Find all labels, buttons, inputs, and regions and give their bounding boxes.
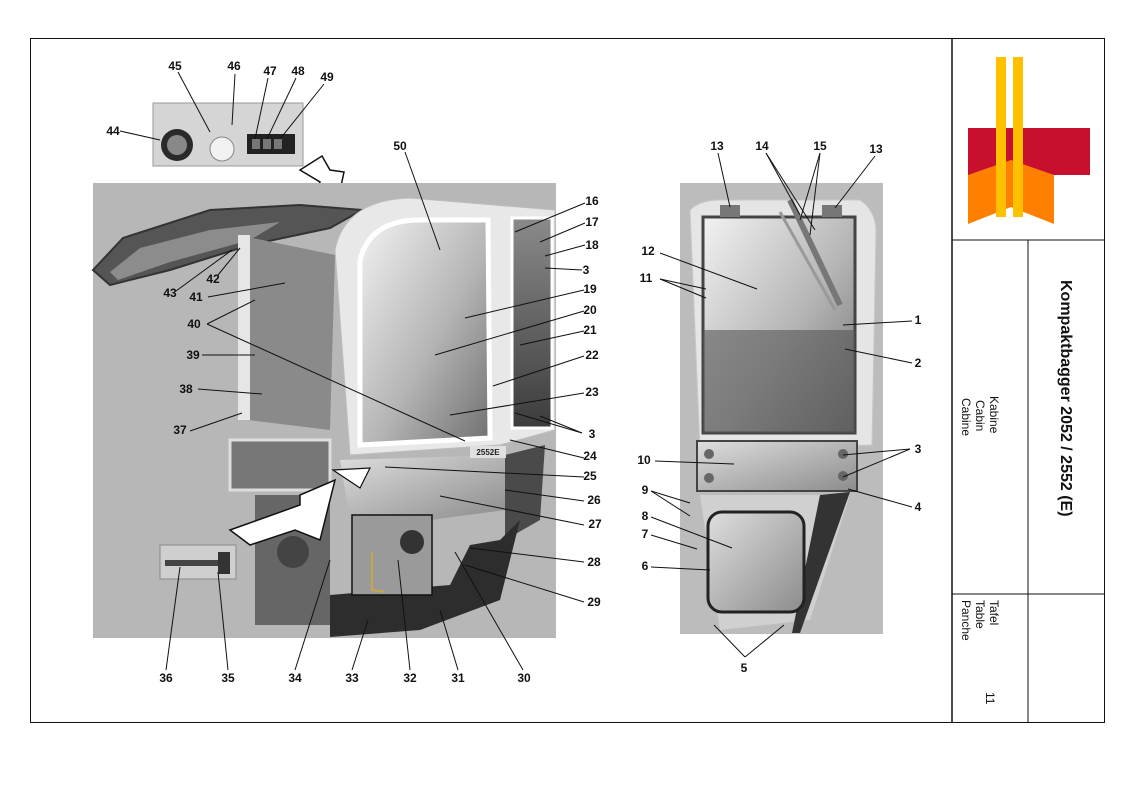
- callout-number: 36: [159, 671, 173, 685]
- callout-number: 3: [583, 263, 590, 277]
- callout-number: 24: [583, 449, 597, 463]
- cab-model-badge: 2552E: [476, 448, 500, 457]
- drawing-title: Kompaktbagger 2052 / 2552 (E): [1057, 280, 1074, 517]
- plate-label-de: Tafel: [987, 600, 1001, 626]
- callout-number: 22: [585, 348, 599, 362]
- callout-number: 12: [641, 244, 655, 258]
- callout-number: 42: [206, 272, 220, 286]
- arrow-icon: [228, 478, 337, 546]
- cabin-front-view: [689, 198, 877, 633]
- callout-number: 17: [585, 215, 599, 229]
- callout-number: 6: [642, 559, 649, 573]
- cabin-left-view: 2552E: [91, 197, 556, 637]
- callout-number: 15: [813, 139, 827, 153]
- callout-number: 19: [583, 282, 597, 296]
- callout-number: 13: [869, 142, 883, 156]
- leader-lines: [119, 71, 913, 671]
- callout-number: 47: [263, 64, 277, 78]
- section-label-de: Kabine: [987, 396, 1001, 434]
- callout-number: 3: [915, 442, 922, 456]
- callout-number: 11: [640, 271, 653, 285]
- callout-number: 3: [589, 427, 596, 441]
- callout-number: 29: [587, 595, 601, 609]
- callout-number: 25: [583, 469, 597, 483]
- callout-number: 13: [710, 139, 724, 153]
- callout-number: 32: [403, 671, 417, 685]
- callout-number: 18: [585, 238, 599, 252]
- callout-number: 43: [163, 286, 177, 300]
- callout-number: 33: [345, 671, 359, 685]
- callout-number: 9: [642, 483, 649, 497]
- callout-number: 45: [168, 59, 182, 73]
- callout-number: 16: [585, 194, 599, 208]
- callout-number: 41: [189, 290, 203, 304]
- callout-number: 49: [320, 70, 334, 84]
- instrument-panel-inset: [152, 102, 304, 167]
- callout-number: 5: [741, 661, 748, 675]
- callout-number: 10: [637, 453, 651, 467]
- callout-number: 7: [642, 527, 649, 541]
- arrow-icon: [331, 467, 371, 489]
- callout-number: 27: [588, 517, 602, 531]
- callout-number: 20: [583, 303, 597, 317]
- callout-number: 28: [587, 555, 601, 569]
- callout-number: 31: [451, 671, 465, 685]
- plate-label-fr: Panche: [959, 600, 973, 641]
- callout-number: 1: [915, 313, 922, 327]
- plate-number: 11: [983, 692, 997, 705]
- callout-number: 34: [288, 671, 302, 685]
- drawing-sheet: [30, 38, 1105, 723]
- callout-number: 38: [179, 382, 193, 396]
- callout-number: 50: [393, 139, 407, 153]
- latch-inset: [159, 544, 237, 580]
- callout-number: 46: [227, 59, 241, 73]
- callout-number: 21: [583, 323, 597, 337]
- callout-number: 40: [187, 317, 201, 331]
- callout-number: 4: [915, 500, 922, 514]
- brand-logo: [968, 57, 1090, 224]
- callout-number: 26: [587, 493, 601, 507]
- callout-number: 39: [186, 348, 200, 362]
- section-label-fr: Cabine: [959, 398, 973, 437]
- callout-number: 44: [106, 124, 120, 138]
- callout-number: 14: [755, 139, 769, 153]
- callout-number: 48: [291, 64, 305, 78]
- section-label-en: Cabin: [973, 400, 987, 432]
- plate-label-en: Table: [973, 600, 987, 629]
- callout-number: 37: [173, 423, 187, 437]
- callouts-left: 44 45 46 47 48 49 50 16 17 18 3 19 20 21 22 23 3 24 25 26 27…: [106, 59, 602, 685]
- callout-number: 8: [642, 509, 649, 523]
- callout-number: 2: [915, 356, 922, 370]
- callout-number: 23: [585, 385, 599, 399]
- callout-number: 35: [221, 671, 235, 685]
- callout-number: 30: [517, 671, 531, 685]
